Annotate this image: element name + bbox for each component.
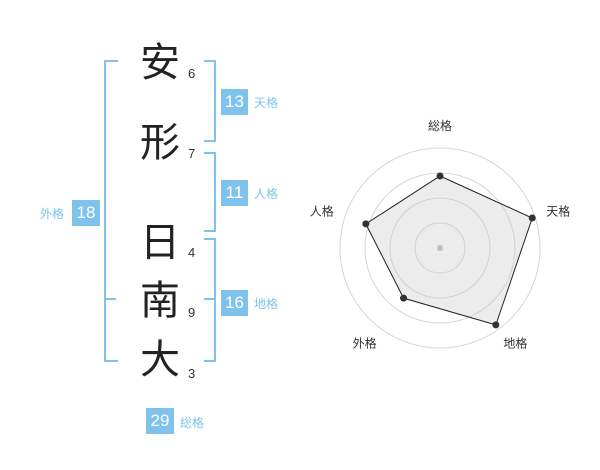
tenkaku-badge: 13 [221, 89, 248, 115]
stroke-count-2: 7 [188, 146, 196, 161]
radar-ring [389, 197, 491, 299]
name-char-1: 安 [140, 40, 180, 86]
radar-point [400, 294, 408, 302]
jinkaku-bracket [204, 152, 216, 232]
stroke-count-5: 3 [188, 366, 196, 381]
chikaku-label: 地格 [254, 297, 279, 311]
radar-axis-label: 総格 [428, 118, 452, 133]
jinkaku-label: 人格 [254, 187, 279, 201]
radar-center-dot [437, 245, 443, 251]
radar-axis-label: 外格 [353, 335, 377, 350]
radar-point [362, 220, 370, 228]
radar-point [492, 321, 500, 329]
radar-value-area [365, 176, 533, 325]
radar-axis-label: 天格 [546, 204, 570, 219]
gaikaku-badge: 18 [72, 200, 100, 226]
radar-ring [414, 222, 466, 274]
chikaku-badge: 16 [221, 290, 248, 316]
name-char-4: 南 [140, 278, 180, 324]
name-char-5: 大 [140, 337, 180, 383]
radar-axis-label: 地格 [503, 335, 527, 350]
chikaku-bracket [204, 238, 216, 362]
stroke-count-1: 6 [188, 66, 196, 81]
stroke-count-3: 4 [188, 245, 196, 260]
name-char-2: 形 [140, 120, 180, 166]
gaikaku-bracket [104, 60, 118, 362]
tenkaku-bracket [204, 60, 216, 142]
jinkaku-badge: 11 [221, 180, 248, 206]
gaikaku-bracket-tick [104, 298, 116, 300]
radar-axis-label: 人格 [310, 204, 334, 219]
radar-value-polygon [365, 175, 533, 326]
soukaku-label: 総格 [180, 416, 205, 430]
gaikaku-label: 外格 [40, 207, 65, 221]
chikaku-bracket-tick [204, 298, 216, 300]
name-char-3: 日 [140, 220, 180, 266]
tenkaku-label: 天格 [254, 96, 279, 110]
stroke-count-4: 9 [188, 305, 196, 320]
radar-point [528, 214, 536, 222]
radar-point [436, 172, 444, 180]
soukaku-badge: 29 [146, 408, 174, 434]
